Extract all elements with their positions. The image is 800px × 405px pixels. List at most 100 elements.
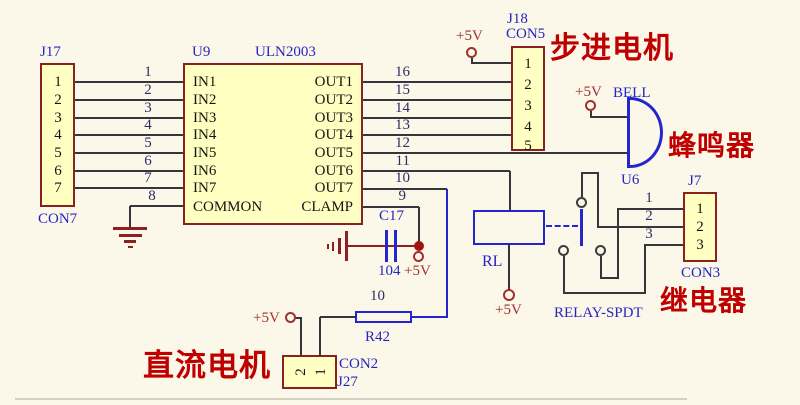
ground-icon <box>345 231 348 261</box>
capacitor-plate-icon <box>394 230 397 262</box>
j7-pin: 3 <box>696 237 704 253</box>
j27-type: CON2 <box>339 356 379 372</box>
buzzer-icon <box>627 97 630 168</box>
pin-number: 10 <box>395 170 410 186</box>
j18-designator: J18 <box>507 11 528 27</box>
power-terminal-icon <box>466 47 477 58</box>
wire-in1 <box>75 81 183 83</box>
pin-number: 15 <box>395 82 410 98</box>
switch-blade-icon <box>580 209 583 246</box>
j18-pin: 3 <box>524 98 532 114</box>
wire-pole <box>581 172 583 197</box>
ground-icon <box>338 238 341 254</box>
j17-type: CON7 <box>38 211 78 227</box>
ic-pin-name: IN3 <box>193 110 217 126</box>
switch-throw-contact-icon <box>558 245 569 256</box>
wire-pole-to-j7 <box>597 226 683 228</box>
pin-number: 3 <box>144 100 152 116</box>
resistor-body <box>355 311 412 323</box>
wire-out3 <box>363 117 511 119</box>
ic-pin-name: IN5 <box>193 145 217 161</box>
power-label: +5V <box>253 310 280 326</box>
wire-number: 1 <box>645 190 653 206</box>
ground-icon <box>327 244 329 249</box>
pin-number: 14 <box>395 100 410 116</box>
wire-5v-bell <box>590 111 592 118</box>
ic-pin-name: IN4 <box>193 127 217 143</box>
wire-nc <box>563 292 646 294</box>
ground-icon <box>124 240 136 243</box>
ic-pin-name: IN6 <box>193 163 217 179</box>
power-label: +5V <box>575 84 602 100</box>
ground-icon <box>128 246 133 248</box>
j17-designator: J17 <box>40 44 61 60</box>
ic-pin-name: OUT4 <box>314 127 353 143</box>
ic-pin-name: COMMON <box>193 199 263 215</box>
wire-number: 2 <box>645 208 653 224</box>
cap-designator: C17 <box>379 208 405 224</box>
wire-in6 <box>75 170 183 172</box>
wire-in3 <box>75 117 183 119</box>
power-label: +5V <box>495 302 522 318</box>
wire-common <box>130 205 183 207</box>
j18-pin: 2 <box>524 77 532 93</box>
j7-connector-box <box>683 192 717 262</box>
wire-out5-to-buzzer <box>363 152 628 154</box>
j17-pin: 5 <box>54 145 62 161</box>
power-label: +5V <box>456 28 483 44</box>
cap-value: 104 <box>378 263 401 279</box>
buzzer-designator: U6 <box>621 172 640 188</box>
power-terminal-icon <box>413 251 424 262</box>
j7-pin: 2 <box>696 219 704 235</box>
buzzer-icon <box>630 97 663 168</box>
wire-5v-bell <box>590 116 628 118</box>
wire-cap <box>348 245 419 247</box>
j7-type: CON3 <box>681 265 721 281</box>
j17-pin: 4 <box>54 127 62 143</box>
wire-5v-j27 <box>300 317 302 356</box>
wire-common-drop <box>129 206 131 227</box>
pin-number: 1 <box>144 64 152 80</box>
wire-in4 <box>75 134 183 136</box>
relay-switch-label: RELAY-SPDT <box>554 305 643 321</box>
j27-designator: J27 <box>337 374 358 390</box>
power-terminal-icon <box>503 289 515 301</box>
wire-no <box>600 277 619 279</box>
pin-number: 11 <box>395 153 410 169</box>
ic-pin-name: OUT1 <box>314 74 353 90</box>
wire-out6-drop <box>509 171 511 211</box>
j17-pin: 3 <box>54 110 62 126</box>
pin-number: 7 <box>144 170 152 186</box>
sheet-edge-line <box>15 398 687 400</box>
wire-out4 <box>363 134 511 136</box>
relay-coil-box <box>473 210 545 245</box>
ic-pin-name: OUT7 <box>314 180 353 196</box>
pin-number: 12 <box>395 135 410 151</box>
wire-out2 <box>363 99 511 101</box>
j18-type: CON5 <box>506 26 546 42</box>
wire-out1 <box>363 81 511 83</box>
wire-out7-to-r42 <box>412 316 448 318</box>
ic-pin-name: OUT5 <box>314 145 353 161</box>
buzzer-annotation: 蜂鸣器 <box>668 129 756 162</box>
wire-out6 <box>363 170 510 172</box>
ground-icon <box>332 242 334 251</box>
junction-dot-icon <box>414 241 424 251</box>
wire-r42-j27 <box>320 316 355 318</box>
switch-throw-contact-icon <box>595 245 606 256</box>
j27-pin: 2 <box>293 368 309 376</box>
wire-nc <box>644 244 646 294</box>
wire-number: 3 <box>645 226 653 242</box>
wire-rl-5v <box>508 245 510 290</box>
pin-number: 8 <box>148 188 156 204</box>
dc-motor-annotation: 直流电机 <box>143 348 271 384</box>
power-terminal-icon <box>585 100 596 111</box>
power-label: +5V <box>404 263 431 279</box>
relay-link-dashed-line <box>546 225 578 227</box>
wire-clamp-drop <box>418 207 420 247</box>
j17-connector-box <box>40 63 75 207</box>
ic-body <box>183 63 363 225</box>
resistor-value: 10 <box>370 288 385 304</box>
pin-number: 9 <box>398 188 407 204</box>
